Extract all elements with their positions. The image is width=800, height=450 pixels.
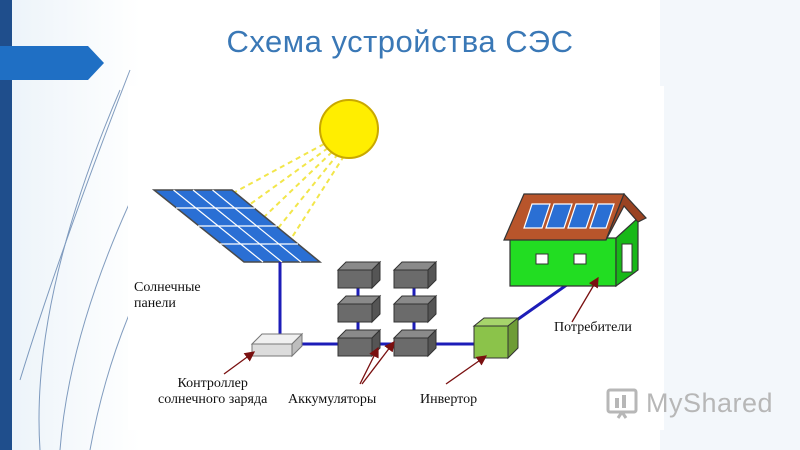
battery-icon <box>392 294 438 324</box>
label-batteries: Аккумуляторы <box>288 392 377 407</box>
slide-title: Схема устройства СЭС <box>226 24 574 59</box>
solar-panel-icon <box>151 189 323 263</box>
sun-icon <box>319 99 379 159</box>
watermark-text: MyShared <box>646 388 774 418</box>
house-icon <box>503 192 647 288</box>
label-solar-panels-line2: панели <box>134 296 176 311</box>
label-arrows <box>223 276 599 385</box>
myshared-logo-icon <box>606 388 638 419</box>
roof-solar-panels <box>523 203 615 229</box>
battery-icon <box>336 260 382 290</box>
battery-icon <box>336 328 382 358</box>
inverter-icon <box>472 316 520 360</box>
label-consumers: Потребители <box>554 320 632 335</box>
solar-station-diagram: Солнечные панели Контроллер солнечного з… <box>128 86 664 430</box>
battery-icon <box>392 328 438 358</box>
battery-icon <box>336 294 382 324</box>
label-inverter: Инвертор <box>420 392 478 407</box>
label-solar-panels: Солнечные панели <box>134 280 201 312</box>
window-icon <box>535 253 549 265</box>
window-icon <box>573 253 587 265</box>
controller-icon <box>250 332 304 358</box>
myshared-watermark: MyShared <box>606 386 796 420</box>
title-tab-shape <box>0 46 104 80</box>
left-accent-bar <box>0 0 12 450</box>
diagram-canvas <box>151 99 647 385</box>
door-icon <box>621 243 633 273</box>
battery-bank <box>336 260 438 358</box>
label-controller: Контроллер солнечного заряда <box>158 376 267 408</box>
label-controller-line1: Контроллер <box>177 376 248 391</box>
label-controller-line2: солнечного заряда <box>158 392 268 407</box>
label-solar-panels-line1: Солнечные <box>134 280 201 295</box>
battery-icon <box>392 260 438 290</box>
